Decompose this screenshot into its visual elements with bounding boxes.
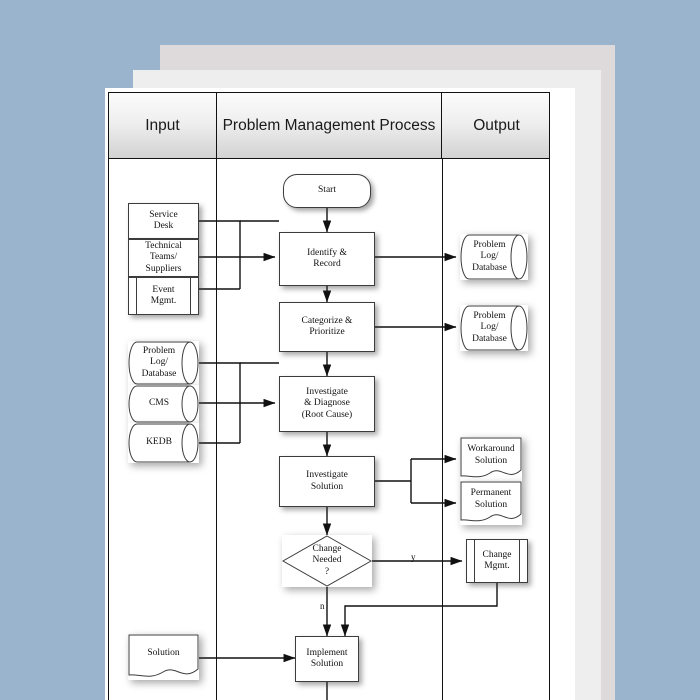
node-label: Problem Log/ Database	[472, 311, 507, 344]
node-label: KEDB	[146, 437, 172, 448]
node-label: Event Mgmt.	[150, 284, 177, 306]
node-label: Change Mgmt.	[482, 549, 512, 571]
node-label: Start	[318, 185, 336, 196]
node-change-needed-decision[interactable]: Change Needed ?	[282, 535, 372, 587]
node-change-mgmt[interactable]: Change Mgmt.	[466, 539, 528, 583]
node-problem-log-database-output-2[interactable]: Problem Log/ Database	[460, 305, 528, 351]
node-label: Workaround Solution	[467, 444, 515, 466]
node-label: Implement Solution	[306, 647, 348, 669]
node-kedb[interactable]: KEDB	[128, 423, 199, 463]
node-technical-teams-suppliers[interactable]: Technical Teams/ Suppliers	[128, 239, 199, 277]
node-implement-solution[interactable]: Implement Solution	[295, 636, 359, 682]
column-divider-1	[216, 159, 217, 700]
node-label: Change Needed ?	[312, 544, 342, 577]
node-workaround-solution[interactable]: Workaround Solution	[460, 437, 522, 481]
node-label: Solution	[147, 647, 180, 658]
column-header-input: Input	[145, 117, 180, 134]
column-header-output: Output	[473, 117, 520, 134]
node-problem-log-database-output-1[interactable]: Problem Log/ Database	[460, 234, 528, 280]
node-label: Categorize & Prioritize	[301, 315, 353, 337]
node-investigate-solution[interactable]: Investigate Solution	[279, 456, 375, 507]
node-start[interactable]: Start	[283, 174, 371, 208]
table-header-row: Input Problem Management Process Output	[109, 93, 549, 159]
node-event-mgmt[interactable]: Event Mgmt.	[128, 277, 199, 315]
node-label: Investigate Solution	[306, 470, 348, 492]
node-permanent-solution[interactable]: Permanent Solution	[460, 481, 522, 525]
node-cms[interactable]: CMS	[128, 385, 199, 423]
node-investigate-diagnose[interactable]: Investigate & Diagnose (Root Cause)	[279, 376, 375, 432]
node-identify-record[interactable]: Identify & Record	[279, 232, 375, 286]
node-label: CMS	[148, 398, 170, 409]
branch-label-no: n	[320, 601, 325, 611]
branch-label-yes: y	[411, 552, 416, 562]
node-label: Problem Log/ Database	[141, 346, 177, 379]
node-solution-document[interactable]: Solution	[128, 634, 199, 680]
node-label: Technical Teams/ Suppliers	[145, 241, 182, 274]
node-label: Identify & Record	[307, 247, 347, 269]
node-problem-log-database-input[interactable]: Problem Log/ Database	[128, 341, 199, 385]
node-service-desk[interactable]: Service Desk	[128, 203, 199, 239]
node-label: Service Desk	[149, 209, 178, 231]
node-categorize-prioritize[interactable]: Categorize & Prioritize	[279, 302, 375, 352]
column-header-process: Problem Management Process	[216, 93, 442, 159]
node-label: Permanent Solution	[470, 488, 512, 510]
node-label: Problem Log/ Database	[472, 240, 507, 273]
node-label: Investigate & Diagnose (Root Cause)	[301, 387, 353, 420]
column-divider-2	[442, 159, 443, 700]
